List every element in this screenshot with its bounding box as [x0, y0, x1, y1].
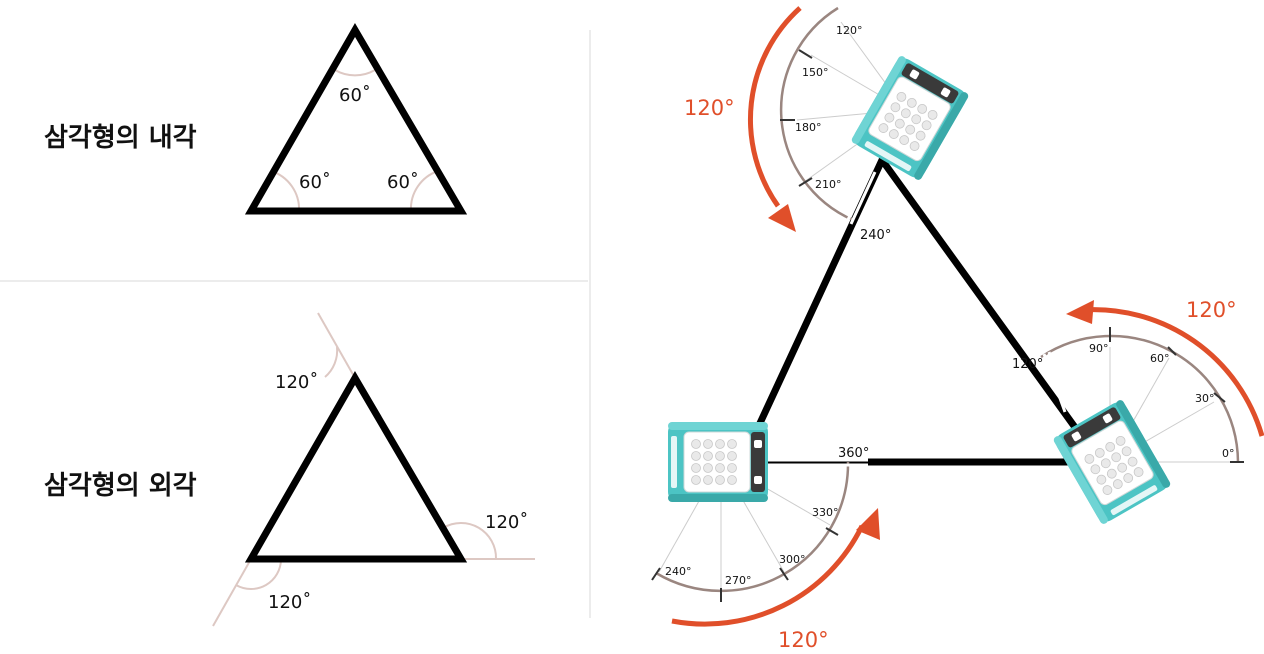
top-robot: [849, 54, 971, 182]
left-tick-270: 270°: [725, 574, 752, 587]
right-turn-arrow: [1066, 300, 1264, 437]
interior-angle-left-label: 60˚: [299, 172, 331, 193]
exterior-angles-title: 삼각형의 외각: [44, 471, 197, 501]
top-turn-arrowhead: [768, 204, 796, 232]
exterior-extension-lines: [212, 312, 535, 627]
interior-angle-top-label: 60˚: [339, 85, 371, 106]
bottom-turn-angle-label: 120°: [778, 628, 829, 652]
bottom-turn-arrowhead: [856, 508, 880, 540]
top-robot-heading-label: 240°: [860, 228, 891, 243]
right-tick-0: 0°: [1222, 447, 1235, 460]
right-tick-30: 30°: [1195, 392, 1215, 405]
top-tick-150: 150°: [802, 66, 829, 79]
interior-angles-title: 삼각형의 내각: [44, 123, 197, 153]
exterior-angle-right-label: 120˚: [485, 512, 528, 533]
top-turn-arrow: [748, 6, 802, 232]
interior-triangle: [244, 23, 468, 215]
left-tick-330: 330°: [812, 506, 839, 519]
left-robot-heading-label: 360°: [838, 446, 869, 461]
robot-path-triangle: [736, 153, 1107, 466]
top-robot-protractor: 120° 150° 180° 210°: [779, 6, 906, 225]
bottom-turn-arrow: [671, 508, 880, 627]
exterior-angle-bottom-label: 120˚: [268, 592, 311, 613]
top-tick-120: 120°: [836, 24, 863, 37]
right-turn-angle-label: 120°: [1186, 298, 1237, 322]
left-robot: [667, 421, 769, 503]
top-tick-210: 210°: [815, 178, 842, 191]
right-tick-90: 90°: [1089, 342, 1109, 355]
top-tick-180: 180°: [795, 121, 822, 134]
exterior-triangle: [244, 371, 468, 563]
left-tick-240: 240°: [665, 565, 692, 578]
right-tick-60: 60°: [1150, 352, 1170, 365]
right-turn-arrowhead: [1066, 300, 1094, 324]
left-tick-300: 300°: [779, 553, 806, 566]
right-robot-heading-label: 120°: [1012, 357, 1043, 372]
exterior-angle-top-label: 120˚: [275, 372, 318, 393]
top-turn-angle-label: 120°: [684, 96, 735, 120]
interior-angle-right-label: 60˚: [387, 172, 419, 193]
left-robot-protractor: 330° 300° 270° 240°: [651, 458, 868, 602]
